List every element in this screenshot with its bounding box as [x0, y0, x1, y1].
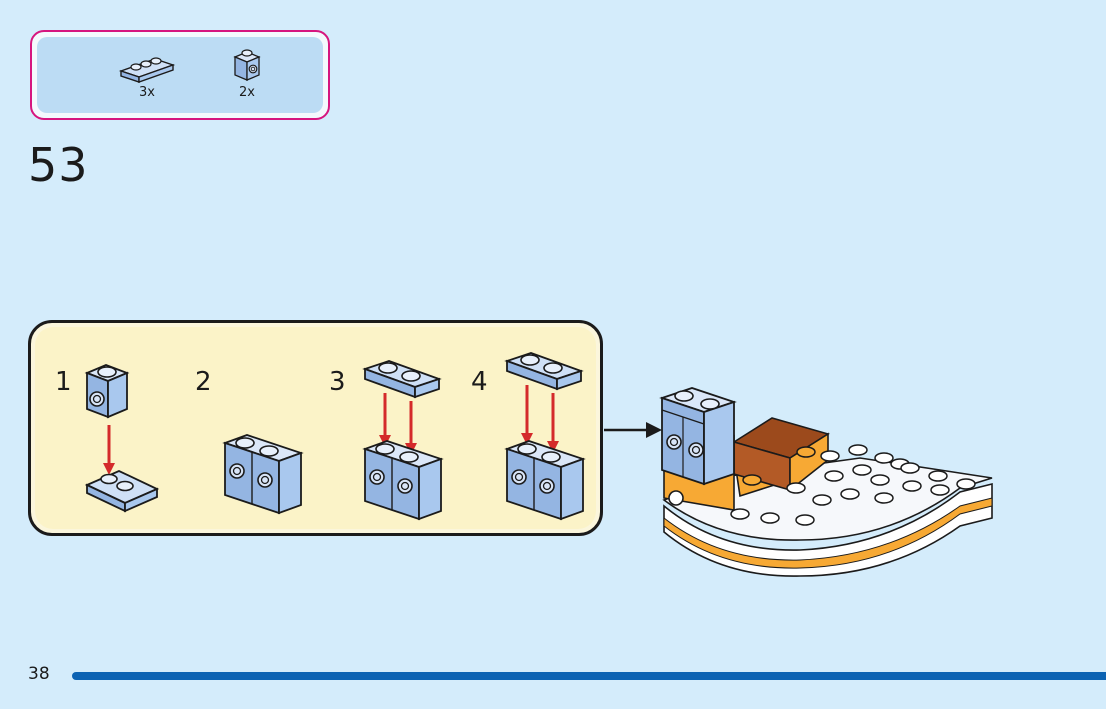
substep-panel: 1 2: [28, 320, 603, 536]
substep-4-illustration: [504, 352, 586, 521]
step-number: 53: [28, 138, 89, 192]
substep-label: 4: [471, 367, 488, 397]
substep-label: 2: [195, 367, 212, 397]
part-quantity: 3x: [139, 85, 155, 100]
arrow-head-icon: [646, 422, 662, 438]
substep-2-illustration: [222, 434, 304, 515]
parts-list: 3x 2x: [37, 37, 323, 113]
main-model-illustration: [604, 387, 993, 577]
page-number: 38: [28, 664, 50, 684]
substep-label: 1: [55, 367, 72, 397]
substep-label: 3: [329, 367, 346, 397]
part-item: 2x: [217, 45, 277, 100]
plate-1x3-icon: [118, 57, 176, 83]
brick-1x1-icon: [233, 49, 261, 81]
parts-callout: 3x 2x: [30, 30, 330, 120]
part-quantity: 2x: [239, 85, 255, 100]
substep-3-illustration: [362, 360, 444, 521]
progress-bar: [72, 672, 1106, 680]
part-item: 3x: [117, 45, 177, 100]
substep-1-illustration: [84, 364, 160, 513]
